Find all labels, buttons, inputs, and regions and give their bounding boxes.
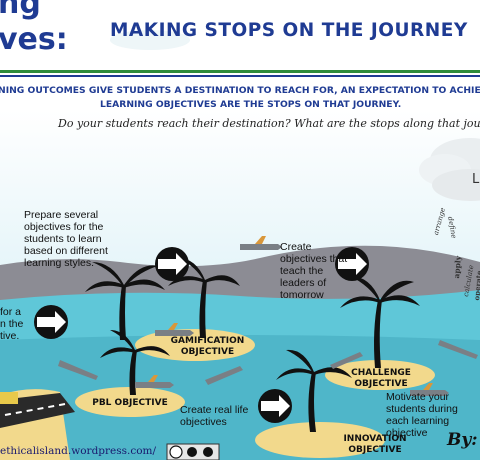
cloud-icon <box>110 30 190 50</box>
plane-icon <box>58 360 98 380</box>
pbl-objective-label: PBL objective <box>92 398 168 408</box>
palm-tree-icon <box>340 276 420 368</box>
island-challenge <box>325 360 435 390</box>
plane-icon <box>240 236 282 250</box>
header-rule-green <box>0 70 480 73</box>
innovation-objective-label: innovation objective <box>343 434 407 455</box>
step-2-text-line-2: n the <box>0 318 24 330</box>
plane-icon <box>330 352 363 369</box>
palm-tree-icon <box>168 258 240 338</box>
page-title-fragment: ng <box>0 0 41 21</box>
step-2-marker-icon <box>34 305 68 339</box>
cloud-letter: L <box>472 172 480 187</box>
challenge-objective-label: challenge objective <box>351 368 411 389</box>
step-3-marker-icon <box>155 247 189 281</box>
road <box>0 393 75 428</box>
plane-icon <box>410 383 449 396</box>
intro-question: Do your students reach their destination… <box>58 117 480 130</box>
motivate-text: Motivate your students during each learn… <box>386 391 458 439</box>
plane-icon <box>135 375 174 388</box>
intro-line-1: ning outcomes give students a destinatio… <box>0 85 480 96</box>
header-rule-blue <box>0 75 480 77</box>
island-pbl <box>75 387 185 417</box>
palm-tree-icon <box>276 349 352 432</box>
byline: By: <box>447 430 478 450</box>
plane-icon <box>205 366 243 385</box>
create-objectives-text: Create objectives that teach the leaders… <box>280 241 348 301</box>
page-subtitle-fragment: ves: <box>0 22 68 57</box>
step-2-text-line-1: for a <box>0 306 22 318</box>
creative-commons-icon <box>166 443 220 460</box>
island-innovation <box>255 422 385 458</box>
blog-url-link[interactable]: ethicalisland.wordpress.com/ <box>0 445 157 457</box>
step-2-text-line-3: tive. <box>0 330 20 342</box>
plane-icon <box>438 340 478 359</box>
intro-line-2: Learning objectives are the stops on tha… <box>100 99 402 110</box>
step-5-marker-icon <box>335 247 369 281</box>
page-title: Making stops on the journey <box>110 20 468 41</box>
cloud-icon <box>419 138 480 201</box>
gamification-objective-label: Gamification objective <box>170 336 245 357</box>
create-real-life-text: Create real life objectives <box>180 404 249 428</box>
step-1-text: Prepare several objectives for the stude… <box>24 209 108 269</box>
palm-tree-icon <box>85 262 165 340</box>
verb-operate: operate <box>472 270 480 301</box>
plane-icon <box>155 323 194 336</box>
step-4-marker-icon <box>258 389 292 423</box>
